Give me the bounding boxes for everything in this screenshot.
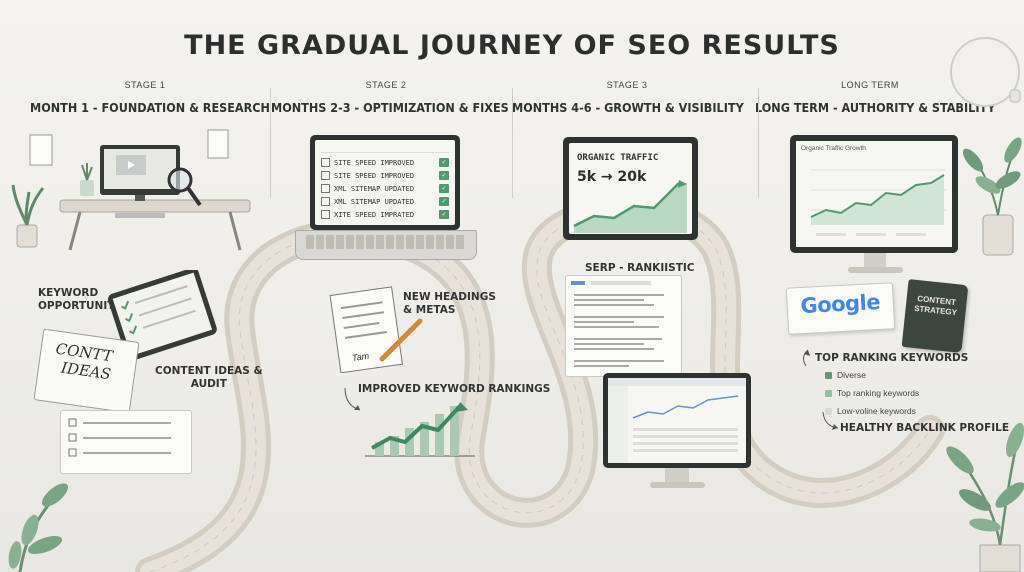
checklist-item-label: SITE SPEED IMPROVED (334, 158, 415, 167)
checkbox-icon (321, 171, 330, 180)
document-signature: Tam (351, 351, 370, 363)
monitor-stand (665, 468, 689, 482)
checkbox-icon (321, 197, 330, 206)
tablet-device: ORGANIC TRAFFIC 5k → 20k (563, 137, 698, 240)
google-logo: Google (799, 289, 881, 319)
organic-traffic-value: 5k → 20k (577, 169, 647, 185)
analytics-monitor (603, 373, 751, 468)
checklist-row: SITE SPEED IMPROVED ✓ (321, 156, 449, 169)
laptop-display: SITE SPEED IMPROVED ✓ SITE SPEED IMPROVED ✓… (315, 140, 455, 225)
legend-swatch (825, 389, 832, 397)
laptop-keyboard (295, 230, 477, 260)
rankings-bar-chart (365, 402, 475, 457)
stage-1-tag: STAGE 1 (124, 80, 166, 90)
checklist-item-label: XML SITEMAP UPDATED (334, 184, 415, 193)
checklist-row: SITE SPEED IMPROVED ✓ (321, 169, 449, 182)
serp-page (565, 275, 682, 377)
stage-2-heading: MONTHS 2-3 - OPTIMIZATION & FIXES (271, 100, 509, 115)
stage-4-tag: LONG TERM (841, 80, 899, 90)
stage-2-tag: STAGE 2 (365, 80, 407, 90)
audit-label-line: CONTENT IDEAS & (155, 365, 263, 377)
arrow-icon (822, 411, 839, 430)
checklist-row: XITE SPEED IMPRATED ✓ (321, 208, 449, 221)
content-ideas-notebook: CONTT IDEAS (33, 328, 140, 414)
laptop-screen: SITE SPEED IMPROVED ✓ SITE SPEED IMPROVED ✓… (310, 135, 460, 230)
check-icon: ✓ (439, 158, 449, 167)
checklist-item-label: XML SITEMAP UPDATED (334, 197, 415, 206)
dashboard-chart (810, 169, 946, 236)
tablet-checklist (107, 270, 217, 361)
traffic-growth-chart (573, 180, 687, 233)
serp-results (571, 281, 664, 367)
legend-label: Diverse (837, 370, 866, 380)
keyword-label-line: KEYWORD (38, 287, 99, 299)
monitor-base (848, 267, 903, 273)
dashboard-display: Organic Traffic Growth (796, 141, 952, 247)
stage-1-heading: MONTH 1 - FOUNDATION & RESEARCH (30, 100, 270, 115)
google-search-card: Google (785, 282, 896, 335)
legend-swatch (825, 371, 832, 379)
plant-icon (8, 483, 69, 572)
content-ideas-audit-label: CONTENT IDEAS & AUDIT (155, 365, 263, 391)
plant-icon (946, 422, 1024, 572)
headings-label-line: & METAS (403, 304, 456, 316)
checkbox-icon (321, 210, 330, 219)
checkbox-icon (321, 184, 330, 193)
arrow-icon (344, 387, 361, 411)
checklist-lines (68, 418, 171, 457)
legend-label: Top ranking keywords (837, 388, 920, 398)
keyboard-keys (306, 235, 466, 249)
organic-traffic-title: ORGANIC TRAFFIC (577, 153, 659, 163)
legend-item: Low-voline keywords (825, 404, 919, 418)
check-icon: ✓ (439, 184, 449, 193)
checklist-card (60, 410, 192, 474)
improved-rankings-label: IMPROVED KEYWORD RANKINGS (358, 383, 551, 395)
window-bar (321, 144, 449, 153)
legend-item: Top ranking keywords (825, 386, 919, 400)
checklist-item-label: SITE SPEED IMPROVED (334, 171, 415, 180)
audit-label-line: AUDIT (190, 378, 227, 390)
top-ranking-keywords-label: TOP RANKING KEYWORDS (815, 352, 969, 364)
check-icon: ✓ (439, 171, 449, 180)
stage-divider (758, 88, 759, 198)
infographic-title: THE GRADUAL JOURNEY OF SEO RESULTS (184, 30, 840, 61)
check-icon: ✓ (439, 210, 449, 219)
arrow-icon (803, 349, 810, 367)
headings-label-line: NEW HEADINGS (403, 291, 496, 303)
checklist-row: XML SITEMAP UPDATED ✓ (321, 182, 449, 195)
legend-label: Low-voline keywords (837, 406, 916, 416)
research-desk-illustration (29, 129, 251, 251)
stage-divider (270, 88, 271, 198)
book-cover-text: CONTENT STRATEGY (905, 293, 967, 319)
optimization-checklist: SITE SPEED IMPROVED ✓ SITE SPEED IMPROVED ✓… (321, 156, 449, 221)
legend-swatch (825, 407, 832, 415)
dashboard-title: Organic Traffic Growth (801, 145, 866, 152)
legend-item: Diverse (825, 368, 919, 382)
wall-clock-decor (950, 37, 1021, 107)
stage-divider (512, 88, 513, 198)
check-icon: ✓ (439, 197, 449, 206)
checklist-row: XML SITEMAP UPDATED ✓ (321, 195, 449, 208)
analytics-dashboard (608, 378, 746, 463)
content-strategy-book: CONTENT STRATEGY (901, 279, 969, 353)
analytics-display (608, 378, 746, 463)
plant-icon (962, 137, 1022, 256)
document-with-pen: Tam (329, 286, 423, 373)
stage-4-heading: LONG TERM - AUTHORITY & STABILITY (755, 100, 996, 115)
serp-label: SERP - RANKIISTIC (585, 262, 695, 274)
dashboard-monitor: Organic Traffic Growth (790, 135, 958, 253)
healthy-backlink-label: HEALTHY BACKLINK PROFILE (840, 422, 1010, 434)
monitor-base (650, 482, 705, 488)
checklist-item-label: XITE SPEED IMPRATED (334, 210, 415, 219)
checkbox-icon (321, 158, 330, 167)
monitor-stand (864, 253, 886, 267)
stage-3-tag: STAGE 3 (606, 80, 648, 90)
stage-3-heading: MONTHS 4-6 - GROWTH & VISIBILITY (512, 100, 744, 115)
plant-icon (11, 184, 45, 248)
new-headings-label: NEW HEADINGS & METAS (403, 291, 496, 317)
tablet-display: ORGANIC TRAFFIC 5k → 20k (569, 143, 692, 234)
